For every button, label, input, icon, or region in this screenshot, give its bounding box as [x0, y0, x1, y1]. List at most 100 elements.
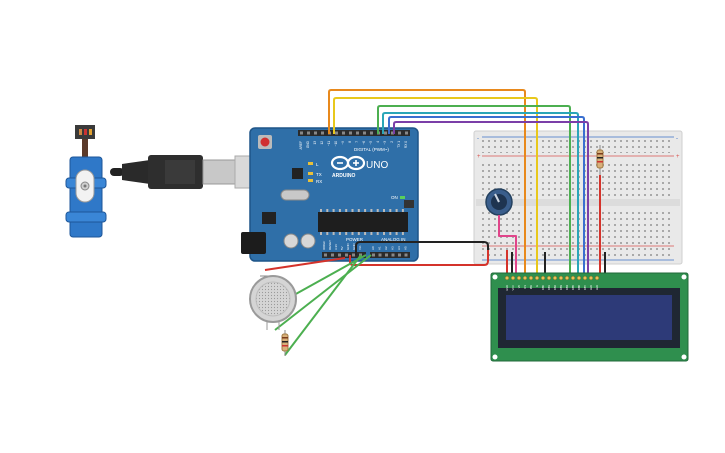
- lcd-pin[interactable]: [516, 275, 522, 281]
- lcd-pin[interactable]: [522, 275, 528, 281]
- led-l: [308, 162, 313, 165]
- digital-pin-label: 2: [390, 141, 394, 143]
- digital-pin-label: 7: [355, 141, 359, 143]
- label-rx: RX: [316, 179, 322, 184]
- gas-sensor[interactable]: [249, 275, 297, 330]
- power-header[interactable]: [322, 252, 366, 258]
- pulldown-resistor[interactable]: [281, 330, 289, 356]
- digital-pin-label: 4: [376, 141, 380, 143]
- lcd-pin[interactable]: [576, 275, 582, 281]
- digital-pin[interactable]: [321, 131, 324, 135]
- servo-motor[interactable]: [65, 125, 107, 238]
- digital-pin[interactable]: [300, 131, 303, 135]
- power-pin-label: GND: [346, 243, 350, 251]
- wire-yellow[interactable]: [333, 97, 538, 278]
- crystal-oscillator: [280, 189, 310, 201]
- lcd-pin[interactable]: [528, 275, 534, 281]
- lcd-pin[interactable]: [552, 275, 558, 281]
- digital-pin-label: TX 1: [397, 141, 401, 148]
- led-tx: [308, 172, 313, 175]
- breadboard-resistor[interactable]: [596, 145, 604, 175]
- usb-cable: [110, 155, 261, 189]
- reset-button[interactable]: [260, 137, 270, 147]
- digital-pin[interactable]: [405, 131, 408, 135]
- analog-pin[interactable]: [385, 253, 388, 257]
- power-pin[interactable]: [331, 253, 334, 257]
- analog-pin[interactable]: [398, 253, 401, 257]
- wire-gas-analog[interactable]: [284, 254, 367, 301]
- digital-pin[interactable]: [356, 131, 359, 135]
- power-pin-label: GND: [352, 243, 356, 251]
- analog-header[interactable]: [370, 252, 410, 258]
- wire-blue[interactable]: [388, 116, 585, 278]
- digital-pin-label: ~5: [369, 141, 373, 145]
- lcd-pin[interactable]: [510, 275, 516, 281]
- power-pin-label: RESET: [328, 240, 332, 250]
- power-pin[interactable]: [324, 253, 327, 257]
- power-pin[interactable]: [338, 253, 341, 257]
- analog-pin[interactable]: [391, 253, 395, 257]
- digital-pin-label: ~11: [327, 141, 331, 146]
- digital-pin[interactable]: [349, 131, 352, 135]
- lcd-pin[interactable]: [594, 275, 600, 281]
- lcd-pin[interactable]: [504, 275, 510, 281]
- digital-pin[interactable]: [342, 131, 345, 135]
- digital-pin[interactable]: [314, 131, 317, 135]
- digital-pin[interactable]: [398, 131, 401, 135]
- analog-pin[interactable]: [378, 253, 382, 257]
- digital-pin[interactable]: [391, 131, 394, 135]
- digital-pin[interactable]: [335, 131, 338, 135]
- digital-pin-label: RX 0: [404, 141, 408, 148]
- lcd-pin[interactable]: [588, 275, 594, 281]
- capacitor: [283, 233, 299, 249]
- lcd-pin[interactable]: [564, 275, 570, 281]
- analog-pin[interactable]: [372, 253, 375, 257]
- power-pin[interactable]: [352, 253, 355, 257]
- servo-cable: [82, 139, 88, 159]
- digital-pin-label: AREF: [299, 141, 303, 150]
- digital-pin[interactable]: [307, 131, 310, 135]
- lcd-pin[interactable]: [540, 275, 546, 281]
- digital-pin[interactable]: [370, 131, 373, 135]
- wire-purple[interactable]: [393, 121, 589, 278]
- analog-pin-label: A0: [371, 246, 375, 250]
- lcd-pin[interactable]: [534, 275, 540, 281]
- brand-label: ARDUINO: [332, 173, 355, 179]
- lcd-pin-label: DB3: [559, 284, 563, 290]
- lcd-pin[interactable]: [582, 275, 588, 281]
- digital-pin-label: ~6: [362, 141, 366, 145]
- potentiometer[interactable]: [485, 188, 513, 216]
- power-pin-label: IOREF: [322, 241, 326, 250]
- digital-pin[interactable]: [363, 131, 366, 135]
- arduino-uno[interactable]: L TX RX ON ARDUINO UNO DIGITAL (PWM~) AR…: [241, 127, 419, 262]
- gas-sensor-mesh: [255, 281, 291, 317]
- wire-orange[interactable]: [328, 89, 526, 278]
- digital-pin-label: 13: [313, 141, 317, 145]
- model-label: UNO: [366, 160, 388, 171]
- analog-label: ANALOG IN: [381, 237, 406, 242]
- power-jack: [241, 232, 266, 254]
- power-pin-label: 3.3V: [334, 244, 338, 250]
- analog-pin[interactable]: [404, 253, 408, 257]
- wire-green-top[interactable]: [377, 105, 571, 278]
- lcd-pin-label: DB6: [577, 284, 581, 290]
- lcd-pin-label: VCC: [511, 285, 515, 291]
- lcd-pin[interactable]: [558, 275, 564, 281]
- power-pin[interactable]: [345, 253, 348, 257]
- lcd-pin[interactable]: [570, 275, 576, 281]
- analog-pin-label: A4: [397, 246, 401, 250]
- label-on: ON: [391, 195, 398, 200]
- wire-gnd[interactable]: [355, 241, 489, 258]
- label-l: L: [316, 162, 319, 167]
- lcd-pin-label: E: [535, 285, 539, 287]
- lcd-pin[interactable]: [546, 275, 552, 281]
- analog-pin-label: A3: [391, 246, 395, 250]
- digital-pin[interactable]: [384, 131, 387, 135]
- digital-pin-label: ~3: [383, 141, 387, 145]
- wire-teal[interactable]: [382, 112, 579, 278]
- lcd-pin-label: GND: [505, 285, 509, 291]
- digital-header[interactable]: [298, 130, 410, 136]
- capacitor: [300, 233, 316, 249]
- wire-pink[interactable]: [498, 215, 517, 278]
